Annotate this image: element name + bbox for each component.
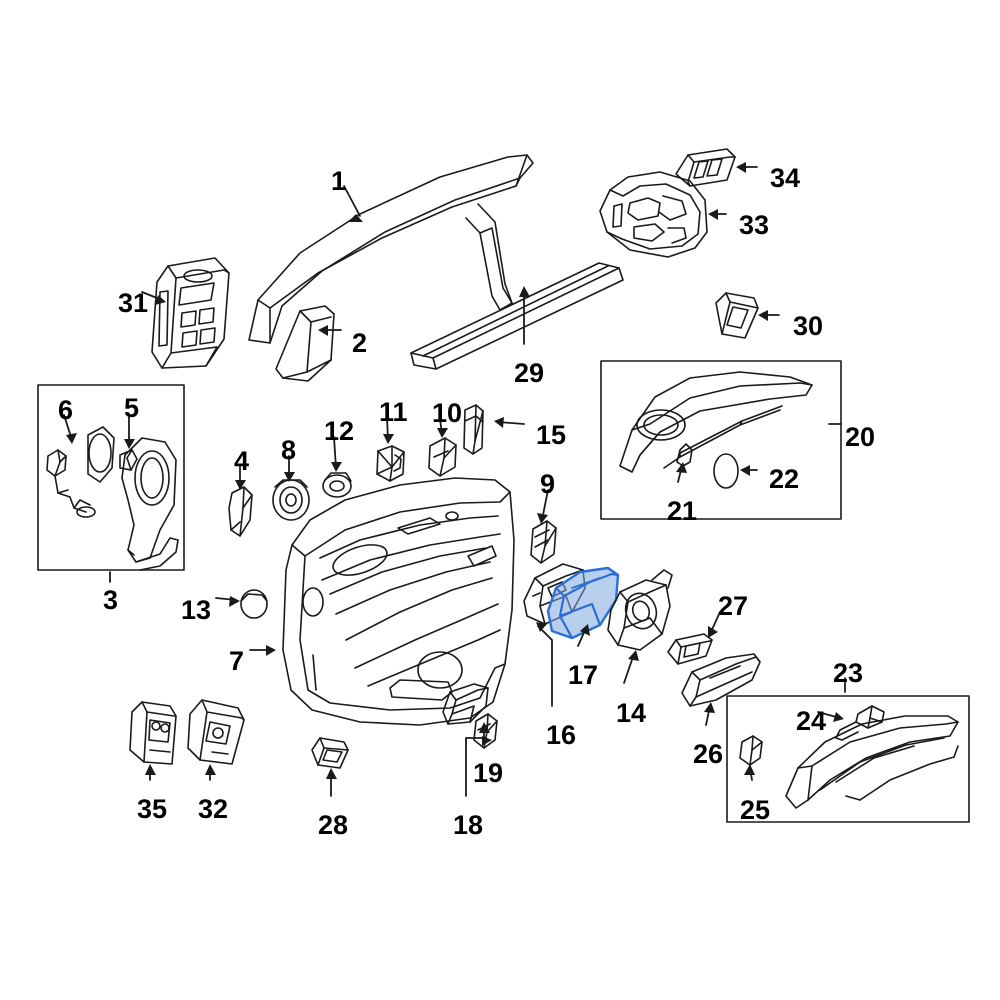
callout-12: 12 [324,416,355,446]
callout-30: 30 [793,311,824,341]
part-2-corner-trim [275,305,335,382]
part-31-master-window-switch [151,257,230,369]
callout-15: 15 [536,420,567,450]
callout-29: 29 [514,358,545,388]
part-14-inner-handle [607,569,673,651]
part-35-seat-switch [129,701,177,765]
callout-8: 8 [281,435,297,465]
callout-6: 6 [58,395,74,425]
callout-33: 33 [739,210,770,240]
part-33-switch-panel [599,171,708,258]
part-27-small-trim [667,633,713,665]
part-34-rear-window-switch [675,148,736,187]
part-17-highlighted-door-handle-bezel [546,566,620,640]
callout-9: 9 [540,469,556,499]
part-11-switch-block [376,445,405,482]
part-9-clip [530,520,557,564]
callout-35: 35 [137,794,168,824]
callout-2: 2 [352,328,368,358]
callout-23: 23 [833,658,864,688]
part-20-armrest-box [600,360,842,520]
part-1-window-frame-trim [248,154,534,344]
part-13-grommet [240,589,268,619]
callout-14: 14 [616,698,647,728]
part-26-pull-handle-insert [681,653,761,707]
callout-21: 21 [667,496,698,526]
callout-3: 3 [103,585,119,615]
callout-22: 22 [769,464,800,494]
callout-27: 27 [718,591,749,621]
callout-26: 26 [693,739,724,769]
callout-34: 34 [770,163,801,193]
part-29-belt-weatherstrip [410,262,624,370]
part-4-clip [228,486,253,537]
leader-lines [63,162,846,797]
callout-28: 28 [318,810,349,840]
part-30-small-switch [715,292,759,339]
callout-18: 18 [453,810,484,840]
callout-5: 5 [124,393,140,423]
part-25-clip [739,735,763,766]
callout-7: 7 [229,646,245,676]
part-15-lock-pin [463,404,484,455]
part-23-lower-trim-box [726,695,970,823]
callout-25: 25 [740,795,771,825]
callout-19: 19 [473,758,504,788]
part-7-door-trim-panel [282,477,515,726]
callout-16: 16 [546,720,577,750]
callout-32: 32 [198,794,229,824]
part-8-speaker [272,479,310,521]
part-18-trim-cover [442,683,489,725]
callout-13: 13 [181,595,212,625]
part-3-fastener-box [37,384,185,571]
callout-10: 10 [432,398,463,428]
callout-4: 4 [234,446,250,476]
callout-20: 20 [845,422,876,452]
callout-11: 11 [379,397,408,427]
part-21-armrest-screw [676,443,693,467]
callout-17: 17 [568,660,599,690]
callout-31: 31 [118,288,149,318]
part-10-bracket [428,437,457,477]
part-12-grommet [322,472,352,498]
part-28-small-switch [311,737,349,769]
callout-1: 1 [331,166,347,196]
part-32-memory-switch [187,699,245,765]
callout-24: 24 [796,706,827,736]
